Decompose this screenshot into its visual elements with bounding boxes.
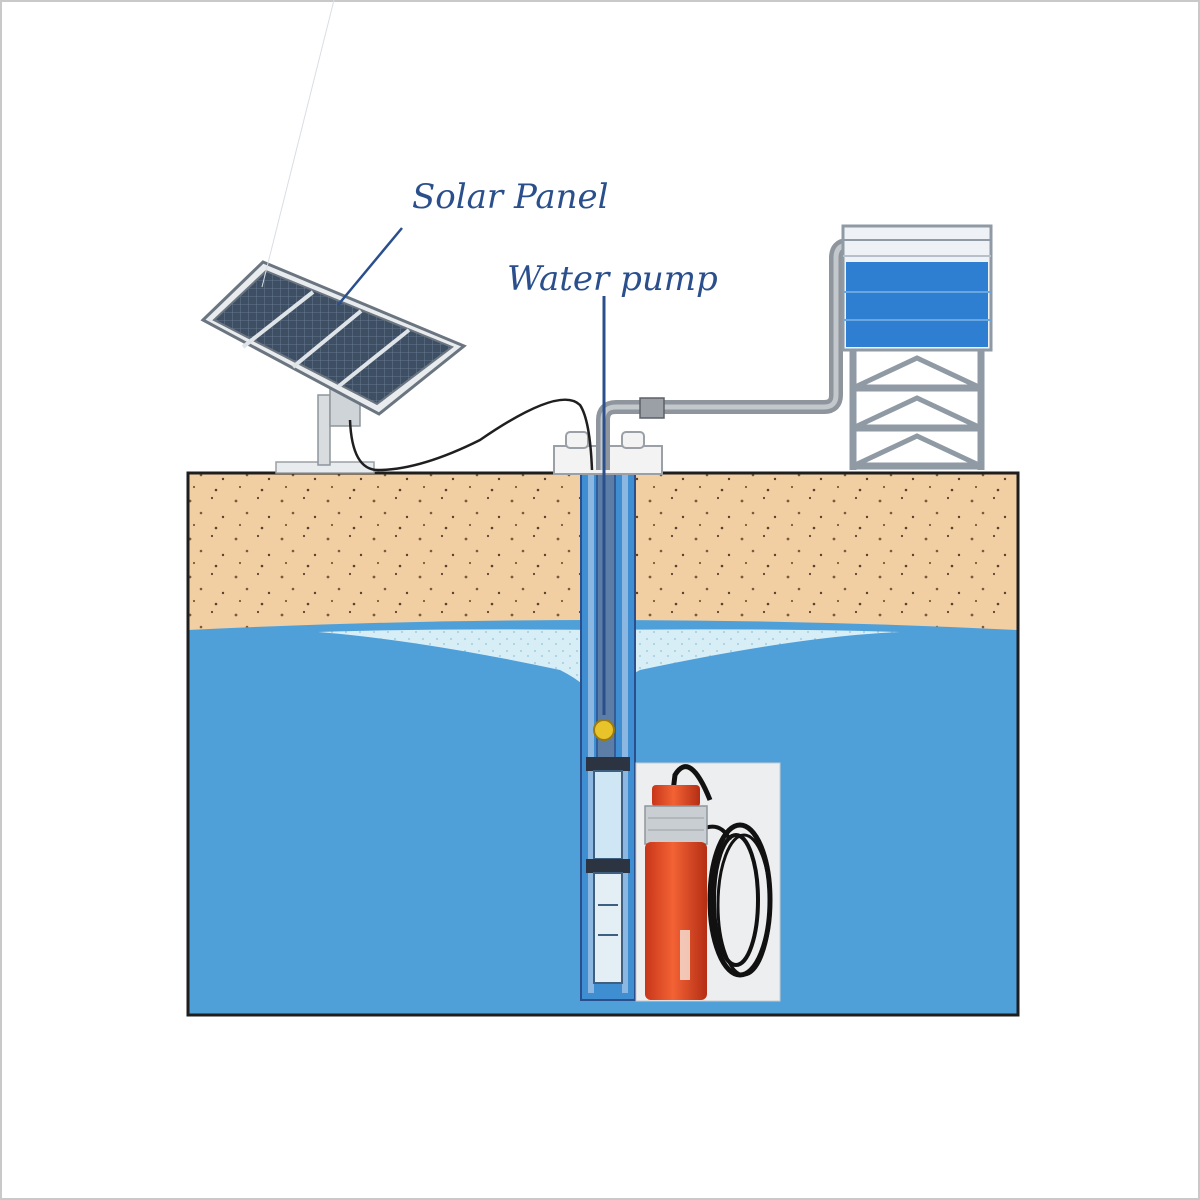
solar-panel-label: Solar Panel: [412, 177, 608, 217]
water-pump-label: Water pump: [507, 259, 718, 299]
submersible-pump-icon: [636, 763, 780, 1001]
